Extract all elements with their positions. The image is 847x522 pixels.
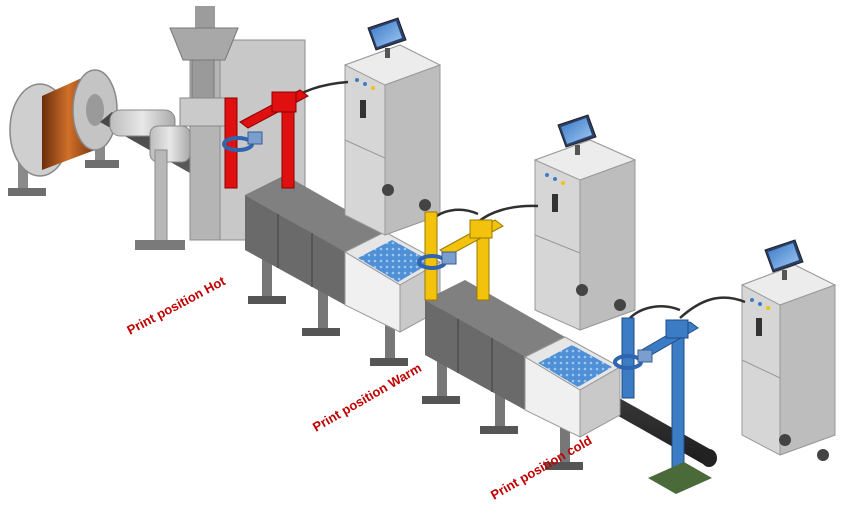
printer-controller-icon — [533, 139, 637, 331]
print-head-icon — [417, 211, 504, 301]
print-head-icon — [613, 317, 712, 494]
label-print-position-warm: Print position Warm — [310, 360, 424, 435]
monitor-icon — [557, 114, 597, 155]
cable-guide — [109, 109, 191, 250]
cable-reel-icon — [8, 69, 119, 196]
printer-controller-icon — [343, 44, 442, 236]
cooling-trough-icon — [422, 280, 622, 470]
monitor-icon — [367, 17, 407, 58]
monitor-icon — [764, 239, 804, 280]
print-head-icon — [222, 89, 309, 189]
label-print-position-hot: Print position Hot — [124, 273, 228, 338]
printer-controller-icon — [740, 264, 837, 461]
